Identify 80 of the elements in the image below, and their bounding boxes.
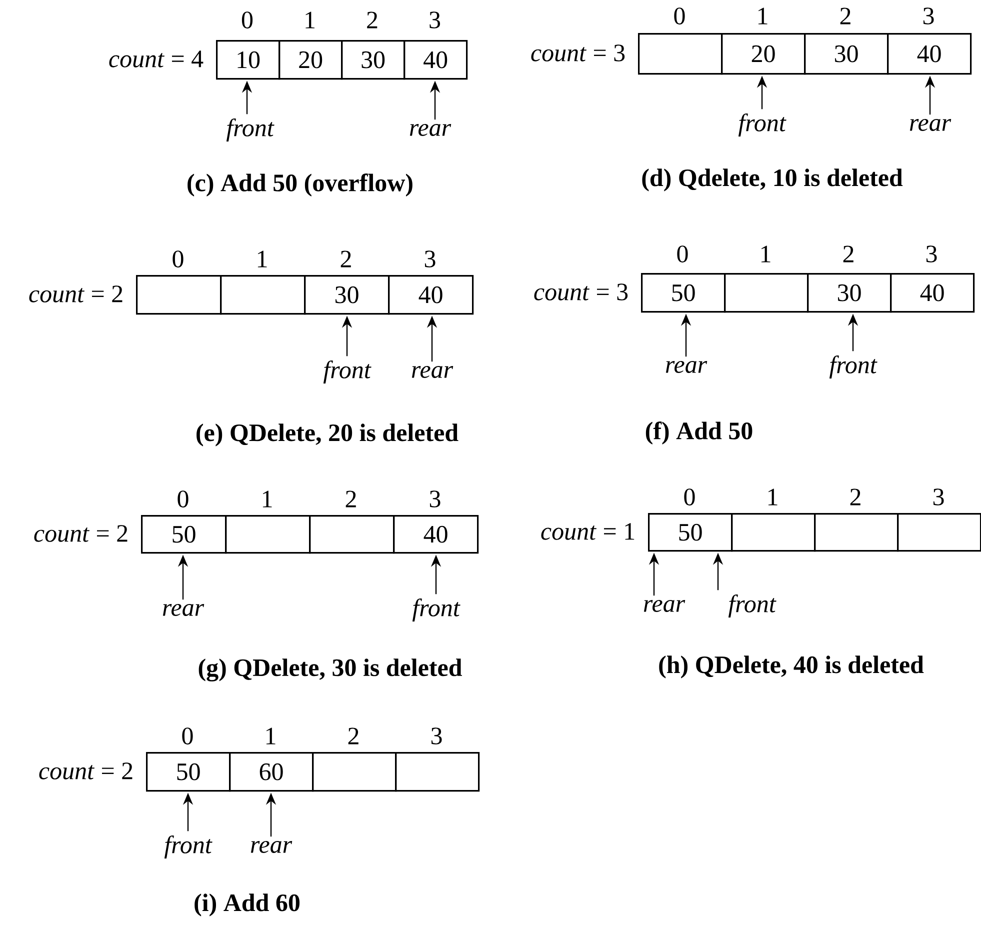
array-cell: 20	[278, 40, 343, 80]
array-cell: 40	[890, 273, 975, 313]
array-cell: 10	[216, 40, 280, 80]
caption: (i) Add 60	[194, 894, 300, 916]
index-number: 3	[430, 12, 440, 28]
index-number: 0	[178, 490, 188, 508]
index-number: 3	[926, 246, 937, 262]
pointer-label: rear	[644, 600, 686, 612]
pointer-label: rear	[250, 840, 292, 853]
caption: (c) Add 50 (overflow)	[188, 174, 412, 196]
array-cell: 40	[887, 33, 972, 75]
array-cell	[731, 513, 816, 552]
pointer-label: rear	[162, 604, 204, 616]
array-cell: 50	[648, 513, 733, 552]
pointer-label: rear	[410, 124, 452, 136]
index-number: 3	[424, 250, 436, 268]
index-number: 1	[306, 12, 315, 28]
array-cell: 40	[404, 40, 468, 80]
index-number: 2	[840, 8, 850, 24]
index-number: 0	[242, 12, 253, 28]
index-number: 3	[430, 490, 440, 508]
pointer-label: front	[323, 360, 372, 384]
count-label: count = 3	[531, 44, 625, 62]
caption: (e) QDelete, 20 is deleted	[196, 424, 458, 446]
index-number: 2	[367, 12, 378, 28]
array-cell	[897, 513, 981, 552]
pointer-label: front	[164, 836, 212, 858]
index-number: 1	[266, 728, 276, 744]
index-number: 1	[768, 488, 778, 506]
pointer-label: front	[412, 598, 460, 622]
array-cell: 50	[641, 273, 726, 313]
pointer-label: front	[829, 356, 878, 378]
index-number: 0	[684, 488, 695, 506]
index-number: 3	[933, 488, 944, 506]
array-cell	[309, 515, 395, 554]
index-number: 1	[258, 250, 267, 268]
caption: (d) Qdelete, 10 is deleted	[642, 168, 903, 192]
index-number: 0	[674, 8, 685, 24]
index-number: 0	[182, 728, 193, 744]
index-number: 1	[761, 246, 770, 262]
caption: (f) Add 50	[646, 422, 752, 444]
index-number: 2	[850, 488, 860, 506]
array-cell: 50	[141, 515, 227, 554]
pointer-label: front	[226, 118, 274, 142]
index-number: 2	[843, 246, 854, 262]
index-number: 0	[172, 250, 184, 268]
index-number: 2	[346, 490, 356, 508]
index-number: 1	[758, 8, 768, 24]
array-cell: 30	[804, 33, 889, 75]
array-cell	[814, 513, 899, 552]
index-number: 0	[677, 246, 688, 262]
array-cell: 40	[388, 275, 474, 315]
array-cell: 60	[229, 752, 314, 792]
array-cell: 50	[146, 752, 231, 792]
array-cell: 30	[304, 275, 390, 315]
array-cell: 30	[341, 40, 406, 80]
caption: (h) QDelete, 40 is deleted	[659, 656, 924, 678]
array-cell	[312, 752, 397, 792]
pointer-label: front	[738, 114, 786, 136]
array-cell	[220, 275, 306, 315]
pointer-label: rear	[412, 366, 454, 378]
array-cell	[638, 33, 723, 75]
array-cell: 40	[393, 515, 479, 554]
index-number: 1	[262, 490, 272, 508]
array-cell: 30	[807, 273, 892, 313]
array-cell: 20	[721, 33, 806, 75]
pointer-label: front	[728, 594, 776, 618]
array-cell	[225, 515, 311, 554]
pointer-label: rear	[666, 360, 708, 373]
pointer-label: rear	[910, 118, 952, 131]
array-cell	[395, 752, 480, 792]
caption: (g) QDelete, 30 is deleted	[198, 658, 462, 682]
index-number: 2	[348, 728, 358, 744]
count-label: count = 1	[541, 523, 634, 540]
index-number: 2	[340, 250, 351, 268]
index-number: 3	[431, 728, 442, 744]
index-number: 3	[923, 8, 934, 24]
array-cell	[136, 275, 222, 315]
count-label: count = 3	[534, 284, 628, 300]
array-cell	[724, 273, 809, 313]
